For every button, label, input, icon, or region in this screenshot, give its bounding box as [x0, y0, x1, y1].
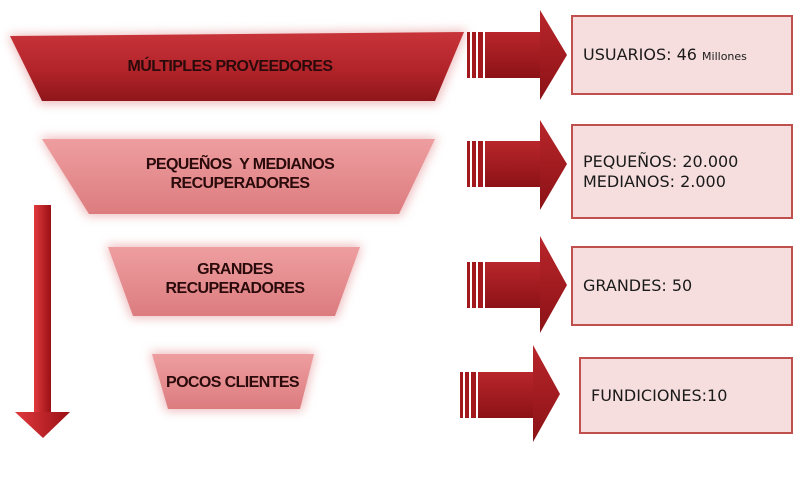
- funnel-tier-2-label: PEQUEÑOS Y MEDIANOS RECUPERADORES: [90, 155, 390, 193]
- funnel-tier-3-label-line-1: GRANDES: [197, 261, 273, 278]
- funnel-tier-1: [10, 32, 464, 101]
- funnel-tier-1-label: MÚLTIPLES PROVEEDORES: [60, 57, 400, 76]
- value-box-1: USUARIOS: 46 Millones: [571, 15, 793, 95]
- down-arrow-icon: [15, 205, 70, 438]
- value-box-4-text: FUNDICIONES:10: [591, 385, 728, 405]
- funnel-tier-2: [42, 139, 435, 214]
- value-box-4: FUNDICIONES:10: [579, 357, 793, 434]
- arrow-right-icon-2: [467, 120, 567, 210]
- value-box-2-line-1: PEQUEÑOS: 20.000: [583, 151, 739, 171]
- value-box-1-text: USUARIOS: 46: [583, 45, 697, 64]
- funnel-tier-4-label-line: POCOS CLIENTES: [166, 374, 300, 391]
- arrow-right-icon-1: [467, 10, 567, 100]
- funnel-tier-3: [108, 247, 360, 316]
- arrow-right-icon-4: [460, 345, 560, 442]
- funnel-tier-3-label-line-2: RECUPERADORES: [165, 280, 305, 298]
- value-box-2-line-2: MEDIANOS: 2.000: [583, 171, 726, 191]
- value-box-2: PEQUEÑOS: 20.000 MEDIANOS: 2.000: [571, 124, 793, 219]
- value-box-3-text: GRANDES: 50: [583, 276, 693, 295]
- funnel-tier-2-label-line-2: RECUPERADORES: [170, 175, 310, 193]
- funnel-tier-3-label: GRANDES RECUPERADORES: [130, 260, 340, 298]
- funnel-tier-2-label-line-1: PEQUEÑOS Y MEDIANOS: [145, 156, 335, 173]
- funnel-tier-4: [152, 354, 314, 409]
- funnel-tier-1-label-line: MÚLTIPLES PROVEEDORES: [127, 58, 334, 75]
- arrow-right-icon-3: [467, 236, 567, 333]
- funnel-tier-4-label: POCOS CLIENTES: [150, 373, 315, 392]
- value-box-3: GRANDES: 50: [571, 246, 793, 326]
- value-box-1-unit: Millones: [702, 50, 747, 63]
